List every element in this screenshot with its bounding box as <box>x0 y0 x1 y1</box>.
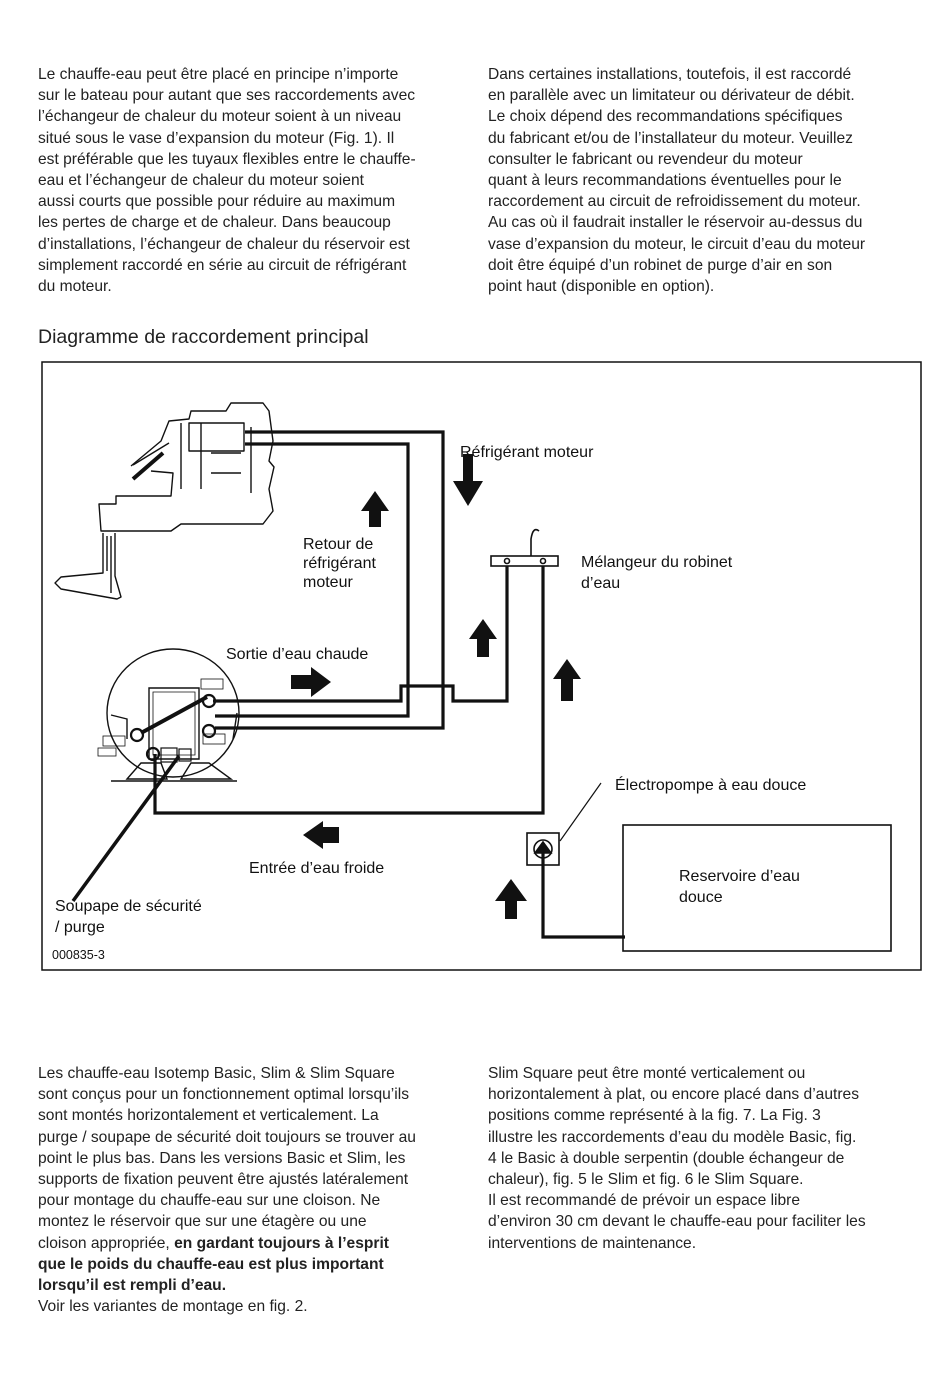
text-normal: cloison appropriée, <box>38 1234 175 1252</box>
connection-diagram: Réfrigérant moteur Retour de réfrigérant… <box>41 361 922 971</box>
label-relief-1: Soupape de sécurité <box>55 898 202 915</box>
text-line: du fabricant et/ou de l’installateur du … <box>488 129 853 147</box>
water-heater-drawing <box>97 648 240 782</box>
label-tank-2: douce <box>679 889 723 906</box>
diagram-frame <box>41 361 922 971</box>
pipes <box>71 430 625 939</box>
arrow-up-icon <box>469 619 497 657</box>
text-line: 4 le Basic à double serpentin (double éc… <box>488 1149 845 1167</box>
text-line: vase d’expansion du moteur, le circuit d… <box>488 235 866 253</box>
text-line: sur le bateau pour autant que ses raccor… <box>38 87 416 105</box>
label-tank-1: Reservoire d’eau <box>679 868 800 885</box>
text-line: est préférable que les tuyaux flexibles … <box>38 150 416 168</box>
text-line: supports de fixation peuvent être ajusté… <box>38 1171 409 1189</box>
text-line: consulter le fabricant ou revendeur du m… <box>488 150 803 168</box>
label-retour-1: Retour de <box>303 536 373 553</box>
text-line: quant à leurs recommandations éventuelle… <box>488 172 842 190</box>
text-line: purge / soupape de sécurité doit toujour… <box>38 1128 416 1146</box>
text-line: d’environ 30 cm devant le chauffe-eau po… <box>488 1213 866 1231</box>
arrow-down-icon <box>453 454 483 506</box>
arrow-up-icon <box>553 659 581 701</box>
flow-arrows <box>291 454 581 919</box>
arrow-right-icon <box>291 667 331 697</box>
engine-drawing <box>54 402 275 600</box>
text-line: du moteur. <box>38 278 112 296</box>
text-line: horizontalement à plat, ou encore placé … <box>488 1086 860 1104</box>
text-line: positions comme représenté à la fig. 7. … <box>488 1107 821 1125</box>
text-line: point haut (disponible en option). <box>488 278 715 296</box>
text-line-bold: lorsqu’il est rempli d’eau. <box>38 1277 227 1295</box>
freshwater-pump <box>526 782 602 866</box>
label-mixer-2: d’eau <box>581 575 620 592</box>
text-line: montez le réservoir que sur une étagère … <box>38 1213 367 1231</box>
arrow-left-icon <box>303 821 339 849</box>
text-line: simplement raccordé en série au circuit … <box>38 256 407 274</box>
mounting-text-left: Les chauffe-eau Isotemp Basic, Slim & Sl… <box>38 1063 478 1317</box>
label-pump: Électropompe à eau douce <box>615 775 806 794</box>
text-bold: en gardant toujours à l’esprit <box>174 1234 389 1252</box>
label-cold-inlet: Entrée d’eau froide <box>249 860 384 877</box>
mounting-text-right: Slim Square peut être monté verticalemen… <box>488 1063 933 1254</box>
text-line: sont conçus pour un fonctionnement optim… <box>38 1086 409 1104</box>
text-line: d’installations, l’échangeur de chaleur … <box>38 235 410 253</box>
arrow-up-icon <box>361 491 389 527</box>
text-line: cloison appropriée, en gardant toujours … <box>38 1233 478 1254</box>
text-line: Les chauffe-eau Isotemp Basic, Slim & Sl… <box>38 1065 395 1082</box>
text-line: sont montés horizontalement et verticale… <box>38 1107 379 1125</box>
text-line: Slim Square peut être monté verticalemen… <box>488 1065 806 1082</box>
text-line: chaleur), fig. 5 le Slim et fig. 6 le Sl… <box>488 1171 804 1189</box>
intro-text-right: Dans certaines installations, toutefois,… <box>488 64 933 297</box>
label-retour-3: moteur <box>303 574 353 591</box>
text-line: eau et l’échangeur de chaleur du moteur … <box>38 172 364 190</box>
text-line: en parallèle avec un limitateur ou dériv… <box>488 87 855 105</box>
arrow-up-icon <box>495 879 527 919</box>
text-line: les pertes de charge et de chaleur. Dans… <box>38 214 391 232</box>
diagram-heading: Diagramme de raccordement principal <box>38 326 369 348</box>
label-relief-2: / purge <box>55 919 105 936</box>
text-line: Voir les variantes de montage en fig. 2. <box>38 1298 308 1316</box>
text-line-bold: que le poids du chauffe-eau est plus imp… <box>38 1255 384 1273</box>
text-line: l’échangeur de chaleur du moteur soient … <box>38 108 402 126</box>
label-retour-2: réfrigérant <box>303 555 376 572</box>
text-line: Dans certaines installations, toutefois,… <box>488 66 852 83</box>
figure-code: 000835-3 <box>52 948 105 962</box>
text-line: Il est recommandé de prévoir un espace l… <box>488 1192 801 1210</box>
text-line: situé sous le vase d’expansion du moteur… <box>38 129 395 147</box>
intro-text-left: Le chauffe-eau peut être placé en princi… <box>38 64 478 297</box>
text-line: Le choix dépend des recommandations spéc… <box>488 108 843 126</box>
label-refrigerant: Réfrigérant moteur <box>460 444 594 461</box>
text-line: Au cas où il faudrait installer le réser… <box>488 214 863 232</box>
mixer-faucet <box>490 528 559 567</box>
label-hot-outlet: Sortie d’eau chaude <box>226 646 368 663</box>
text-line: raccordement au circuit de refroidisseme… <box>488 193 861 211</box>
text-line: Le chauffe-eau peut être placé en princi… <box>38 66 399 83</box>
label-mixer-1: Mélangeur du robinet <box>581 554 733 571</box>
text-line: illustre les raccordements d’eau du modè… <box>488 1128 857 1146</box>
freshwater-tank <box>622 824 892 952</box>
text-line: aussi courts que possible pour réduire a… <box>38 193 396 211</box>
text-line: interventions de maintenance. <box>488 1234 697 1252</box>
text-line: point le plus bas. Dans les versions Bas… <box>38 1149 406 1167</box>
text-line: pour montage du chauffe-eau sur une cloi… <box>38 1192 381 1210</box>
text-line: doit être équipé d’un robinet de purge d… <box>488 256 833 274</box>
